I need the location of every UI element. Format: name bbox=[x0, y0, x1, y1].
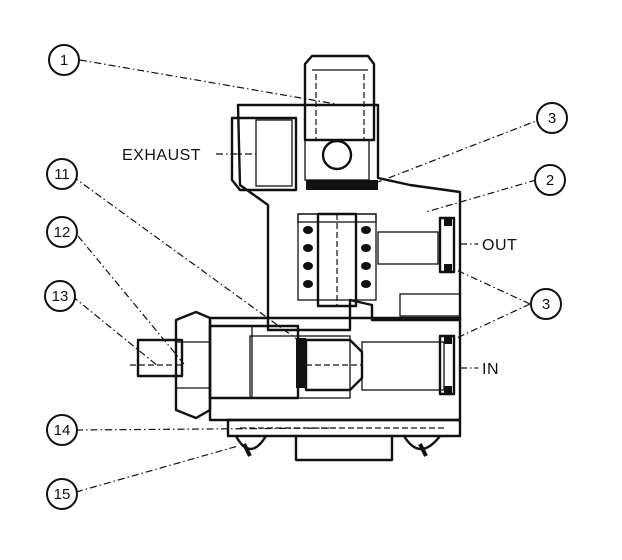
svg-text:12: 12 bbox=[54, 224, 71, 241]
callout-13: 13 bbox=[44, 280, 76, 312]
exhaust-port-boss bbox=[230, 116, 298, 192]
exhaust-label: EXHAUST bbox=[122, 147, 201, 164]
callout-11: 11 bbox=[46, 158, 78, 190]
svg-text:11: 11 bbox=[54, 166, 70, 183]
callout-15: 15 bbox=[46, 478, 78, 510]
callout-3-lower: 3 bbox=[530, 288, 562, 320]
callout-1: 1 bbox=[48, 44, 80, 76]
valve-body bbox=[208, 103, 462, 422]
svg-text:1: 1 bbox=[60, 52, 68, 69]
callout-14: 14 bbox=[46, 414, 78, 446]
in-port bbox=[438, 334, 456, 396]
svg-text:13: 13 bbox=[52, 288, 69, 305]
svg-text:14: 14 bbox=[54, 422, 71, 439]
leader-lines bbox=[71, 59, 545, 493]
svg-text:2: 2 bbox=[546, 172, 554, 189]
out-label: OUT bbox=[482, 237, 517, 254]
callout-3-upper: 3 bbox=[536, 102, 568, 134]
spring-piston bbox=[297, 212, 377, 308]
in-label: IN bbox=[482, 361, 499, 378]
out-port bbox=[438, 216, 456, 274]
svg-text:3: 3 bbox=[542, 296, 550, 313]
svg-text:15: 15 bbox=[54, 486, 71, 503]
callout-2: 2 bbox=[534, 164, 566, 196]
callout-12: 12 bbox=[46, 216, 78, 248]
plunger bbox=[303, 54, 378, 190]
adjuster-assembly bbox=[130, 310, 364, 420]
base-mount bbox=[226, 418, 462, 462]
svg-text:3: 3 bbox=[548, 110, 556, 127]
